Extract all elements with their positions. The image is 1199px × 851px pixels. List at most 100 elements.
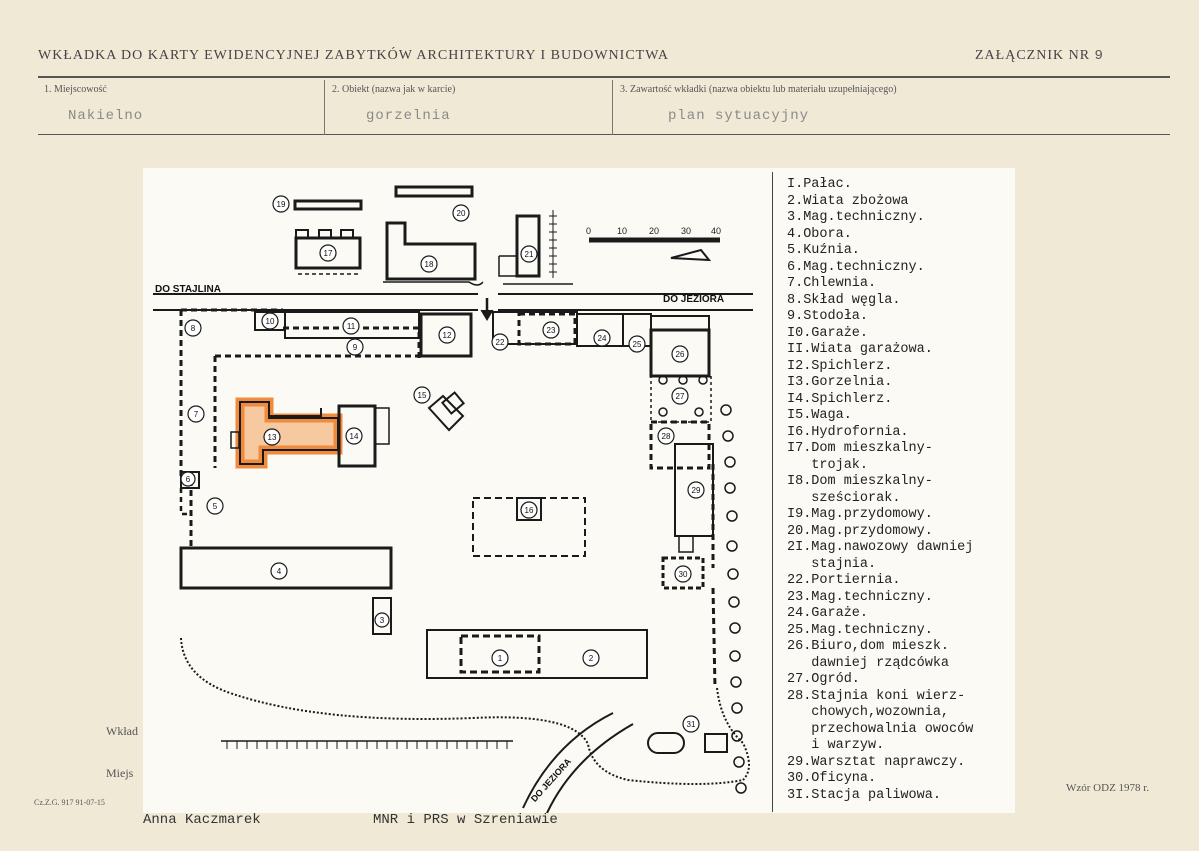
field-divider: [612, 80, 613, 135]
map-marker: 24: [593, 329, 611, 347]
author-name: Anna Kaczmarek: [143, 812, 261, 828]
legend-item: stajnia.: [787, 556, 877, 572]
svg-text:3: 3: [380, 616, 385, 625]
map-marker: 13: [263, 428, 281, 446]
map-marker: 1: [491, 649, 509, 667]
legend-item: chowych,wozownia,: [787, 705, 950, 720]
map-marker: 6: [180, 471, 196, 487]
map-marker: 12: [438, 326, 456, 344]
attachment-label: ZAŁĄCZNIK NR 9: [975, 48, 1104, 64]
field-value-object: gorzelnia: [366, 108, 451, 124]
catalog-code: Cz.Z.G. 917 91-07-15: [34, 798, 105, 807]
field-value-place: Nakielno: [68, 108, 144, 124]
map-marker: 18: [420, 255, 438, 273]
legend-column: [772, 172, 1013, 812]
scale-tick: 40: [711, 226, 721, 236]
svg-text:29: 29: [692, 486, 701, 495]
legend-item: I8.Dom mieszkalny-: [787, 474, 933, 489]
svg-text:8: 8: [191, 324, 196, 333]
legend-item: 3.Mag.techniczny.: [787, 210, 925, 225]
legend-item: 22.Portiernia.: [787, 573, 901, 588]
svg-text:24: 24: [598, 334, 607, 343]
legend-item: 2I.Mag.nawozowy dawniej: [787, 540, 974, 555]
scale-tick: 0: [586, 226, 591, 236]
legend-item: 23.Mag.techniczny.: [787, 589, 933, 605]
legend-item: 25.Mag.techniczny.: [787, 622, 933, 638]
map-marker: 28: [657, 427, 675, 445]
map-marker: 22: [491, 333, 509, 351]
map-marker: 31: [682, 715, 700, 733]
svg-text:9: 9: [353, 343, 358, 352]
map-marker: 29: [687, 481, 705, 499]
svg-text:10: 10: [266, 317, 275, 326]
svg-text:6: 6: [186, 475, 191, 484]
map-marker: 10: [261, 312, 279, 330]
map-marker: 9: [346, 338, 364, 356]
field-value-content: plan sytuacyjny: [668, 108, 810, 124]
svg-text:14: 14: [350, 432, 359, 441]
map-marker: 30: [674, 565, 692, 583]
field-label-object: 2. Obiekt (nazwa jak w karcie): [332, 84, 456, 95]
scale-tick: 30: [681, 226, 691, 236]
svg-text:20: 20: [457, 209, 466, 218]
svg-text:13: 13: [268, 433, 277, 442]
svg-text:17: 17: [324, 249, 333, 258]
scale-tick: 10: [617, 226, 627, 236]
legend-item: I.Pałac.: [787, 177, 852, 192]
field-divider: [324, 80, 325, 135]
map-marker: 25: [628, 335, 646, 353]
legend-item: 24.Garaże.: [787, 606, 869, 621]
scale-tick: 20: [649, 226, 659, 236]
field-label-place: 1. Miejscowość: [44, 84, 107, 95]
legend-item: 20.Mag.przydomowy.: [787, 523, 933, 539]
field-label-content: 3. Zawartość wkładki (nazwa obiektu lub …: [620, 84, 897, 95]
footer-label-place: Miejs: [106, 766, 134, 780]
header-rule-bottom: [38, 134, 1170, 135]
legend-item: 28.Stajnia koni wierz-: [787, 688, 966, 704]
legend-item: I6.Hydrofornia.: [787, 424, 909, 440]
svg-text:16: 16: [525, 506, 534, 515]
legend-item: 29.Warsztat naprawczy.: [787, 754, 966, 770]
legend-item: I3.Gorzelnia.: [787, 375, 893, 390]
legend-item: 26.Biuro,dom mieszk.: [787, 639, 950, 654]
map-marker: 26: [671, 345, 689, 363]
map-marker: 15: [413, 386, 431, 404]
svg-text:22: 22: [496, 338, 505, 347]
legend-item: 9.Stodoła.: [787, 309, 869, 324]
svg-text:15: 15: [418, 391, 427, 400]
svg-text:12: 12: [443, 331, 452, 340]
institution-name: MNR i PRS w Szreniawie: [373, 812, 558, 828]
map-marker: 7: [187, 405, 205, 423]
legend-item: I5.Waga.: [787, 408, 852, 423]
map-marker: 21: [520, 245, 538, 263]
svg-text:25: 25: [633, 340, 642, 349]
legend-item: przechowalnia owoców: [787, 721, 974, 737]
map-marker: 17: [319, 244, 337, 262]
road-label-stable: DO STAJLINA: [155, 284, 221, 295]
legend-item: 27.Ogród.: [787, 672, 860, 687]
map-marker: 3: [374, 612, 390, 628]
map-marker: 11: [342, 317, 360, 335]
svg-text:27: 27: [676, 392, 685, 401]
legend-item: I2.Spichlerz.: [787, 358, 893, 374]
svg-text:5: 5: [213, 502, 218, 511]
map-marker: 14: [345, 427, 363, 445]
legend-item: I9.Mag.przydomowy.: [787, 507, 933, 522]
legend-item: 2.Wiata zbożowa: [787, 193, 909, 209]
svg-text:7: 7: [194, 410, 199, 419]
svg-text:28: 28: [662, 432, 671, 441]
legend-item: I0.Garaże.: [787, 325, 869, 341]
legend-item: 5.Kuźnia.: [787, 243, 860, 258]
svg-text:30: 30: [679, 570, 688, 579]
map-marker: 4: [270, 562, 288, 580]
legend-item: 30.Oficyna.: [787, 771, 877, 786]
road-label-lake: DO JEZIORA: [663, 294, 724, 305]
map-marker: 16: [520, 501, 538, 519]
legend-item: I4.Spichlerz.: [787, 391, 893, 407]
map-marker: 5: [206, 497, 224, 515]
svg-text:26: 26: [676, 350, 685, 359]
legend-item: sześciorak.: [787, 490, 901, 506]
legend-item: 3I.Stacja paliwowa.: [787, 787, 941, 803]
svg-text:1: 1: [498, 654, 503, 663]
